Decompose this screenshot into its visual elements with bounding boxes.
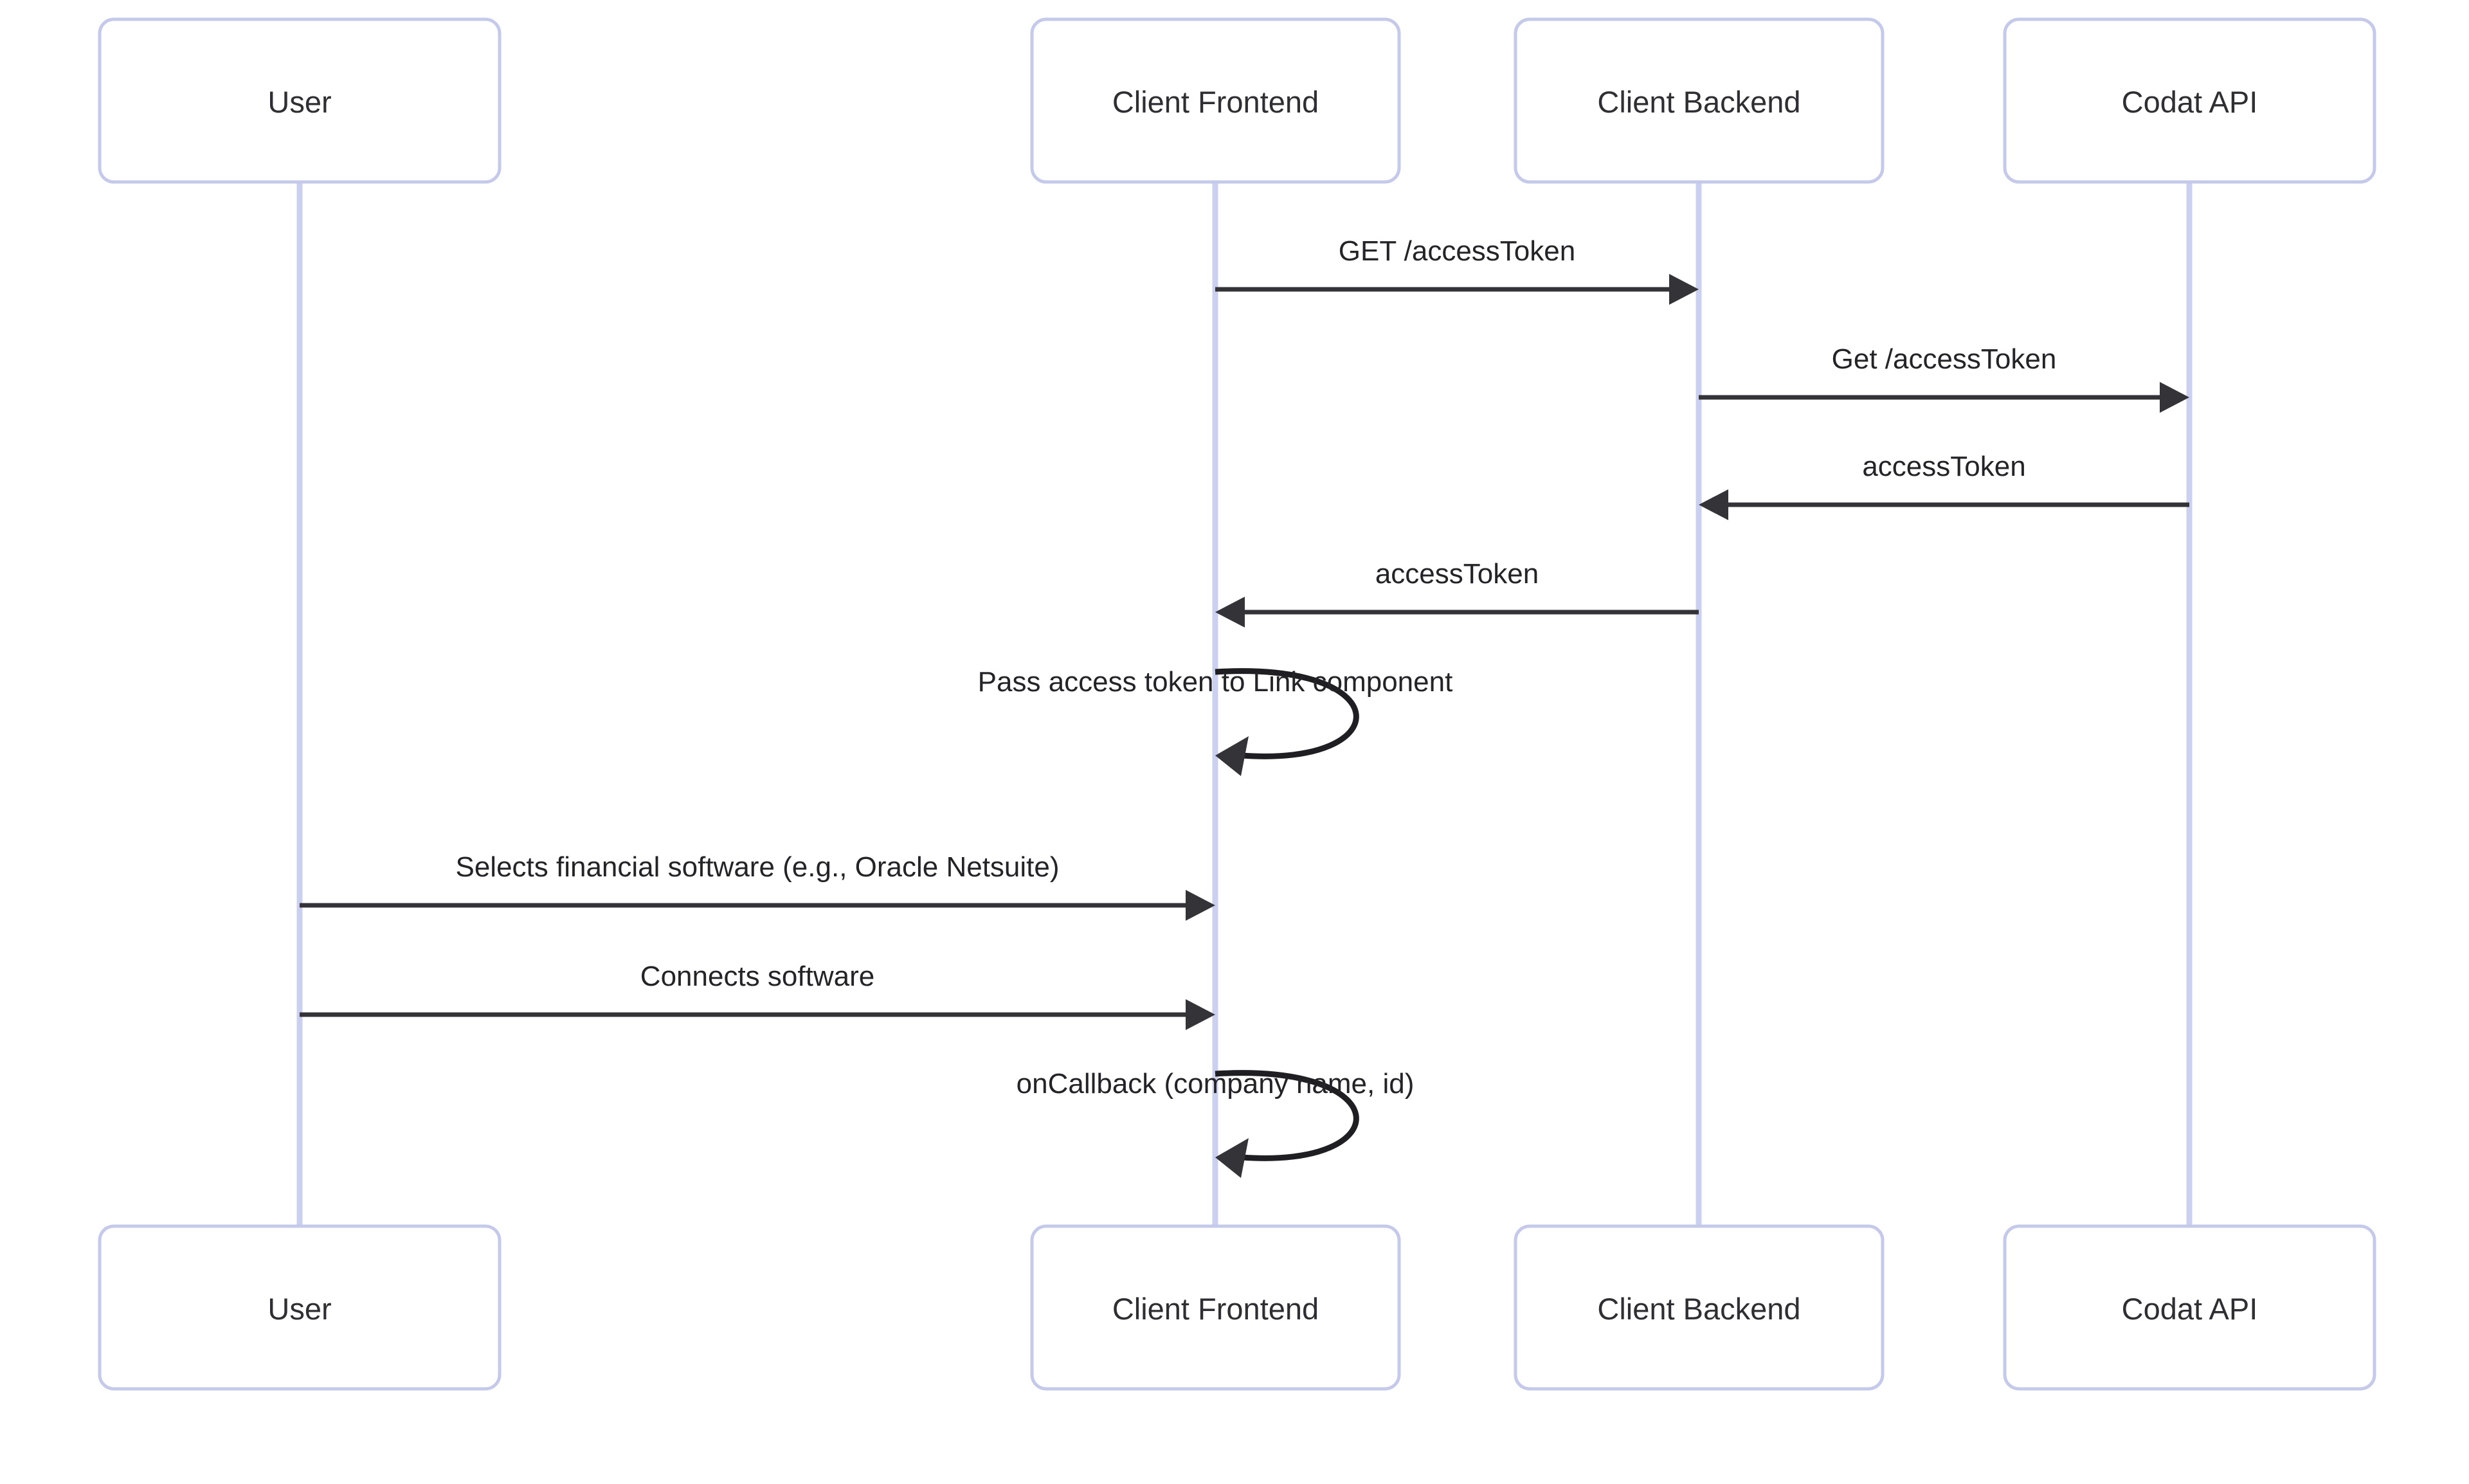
arrowhead-3: [1699, 489, 1728, 520]
participant-footer-label-codat: Codat API: [2122, 1292, 2258, 1326]
arrowhead-5: [1215, 736, 1249, 776]
message-label-6: Selects financial software (e.g., Oracle…: [455, 851, 1059, 883]
arrowhead-1: [1669, 274, 1699, 305]
participant-footer-label-user: User: [267, 1292, 331, 1326]
header-boxes-layer: User Client Frontend Client Backend Codat A…: [98, 17, 2376, 184]
message-label-4: accessToken: [1375, 558, 1539, 590]
message-label-5: Pass access token to Link component: [978, 666, 1453, 698]
message-8[interactable]: onCallback (company name, id): [1017, 1068, 1415, 1178]
participant-header-rect-codat: [2003, 17, 2376, 184]
message-label-1: GET /accessToken: [1339, 235, 1575, 267]
message-label-7: Connects software: [640, 961, 874, 992]
message-6[interactable]: Selects financial software (e.g., Oracle…: [300, 851, 1215, 921]
participant-footer-codat[interactable]: Codat API: [2003, 1224, 2376, 1391]
participant-header-rect-backend: [1514, 17, 1885, 184]
participant-footer-rect-frontend: [1030, 1224, 1401, 1391]
arrowhead-8: [1215, 1138, 1249, 1178]
participant-footer-frontend[interactable]: Client Frontend: [1030, 1224, 1401, 1391]
participant-header-codat[interactable]: Codat API: [2003, 17, 2376, 184]
message-7[interactable]: Connects software: [300, 961, 1215, 1030]
arrowhead-2: [2160, 382, 2189, 413]
message-label-2: Get /accessToken: [1832, 343, 2057, 375]
message-label-3: accessToken: [1862, 451, 2025, 482]
participant-footer-rect-backend: [1514, 1224, 1885, 1391]
arrowhead-6: [1186, 890, 1215, 921]
message-label-8: onCallback (company name, id): [1017, 1068, 1415, 1099]
self-loop-curve-8: [1215, 1070, 1359, 1161]
message-1[interactable]: GET /accessToken: [1215, 235, 1699, 305]
participant-header-label-codat: Codat API: [2122, 85, 2258, 119]
participant-footer-label-frontend: Client Frontend: [1112, 1292, 1319, 1326]
participant-header-label-frontend: Client Frontend: [1112, 85, 1319, 119]
participant-footer-rect-user: [98, 1224, 502, 1391]
participant-header-backend[interactable]: Client Backend: [1514, 17, 1885, 184]
participant-header-rect-user: [98, 17, 502, 184]
message-5[interactable]: Pass access token to Link component: [978, 666, 1453, 776]
message-3[interactable]: accessToken: [1699, 451, 2189, 520]
participant-header-frontend[interactable]: Client Frontend: [1030, 17, 1401, 184]
arrowhead-4: [1215, 597, 1245, 628]
participant-header-label-user: User: [267, 85, 331, 119]
participant-header-label-backend: Client Backend: [1597, 85, 1800, 119]
footer-boxes-layer: User Client Frontend Client Backend Codat A…: [98, 1224, 2376, 1391]
participant-header-rect-frontend: [1030, 17, 1401, 184]
lifelines-layer: [296, 182, 2193, 1226]
participant-header-user[interactable]: User: [98, 17, 502, 184]
self-loop-curve-5: [1215, 668, 1359, 759]
message-4[interactable]: accessToken: [1215, 558, 1699, 628]
participant-footer-label-backend: Client Backend: [1597, 1292, 1800, 1326]
participant-footer-backend[interactable]: Client Backend: [1514, 1224, 1885, 1391]
message-2[interactable]: Get /accessToken: [1699, 343, 2189, 413]
participant-footer-user[interactable]: User: [98, 1224, 502, 1391]
arrowhead-7: [1186, 999, 1215, 1030]
participant-footer-rect-codat: [2003, 1224, 2376, 1391]
